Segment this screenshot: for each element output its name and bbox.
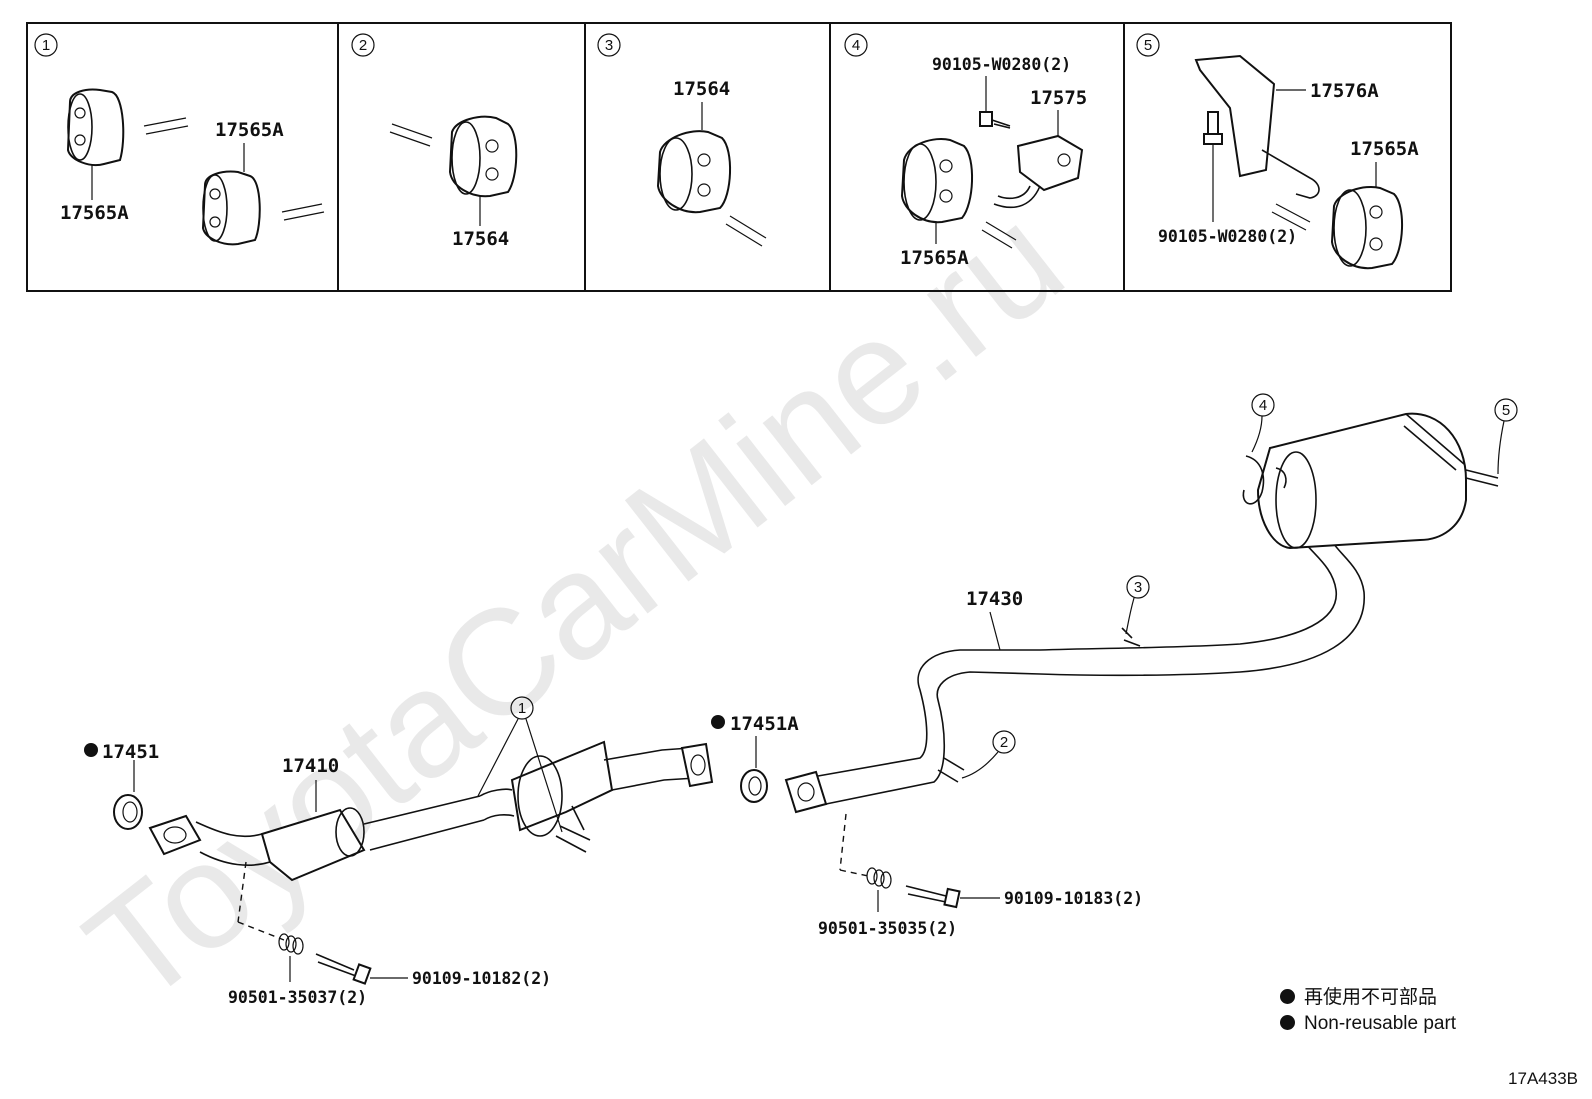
bolt-90109-10183	[905, 885, 961, 909]
non-reusable-dot-17451	[84, 743, 98, 757]
label-17576A: 17576A	[1310, 80, 1379, 102]
label-17451A: 17451A	[730, 713, 799, 735]
legend-line-jp: 再使用不可部品	[1280, 982, 1456, 1009]
label-90501-35035: 90501-35035(2)	[818, 919, 957, 938]
detail-box-5-number: 5	[1144, 37, 1152, 54]
detail-box-3-number: 3	[605, 37, 613, 54]
label-17565A-box4: 17565A	[900, 247, 969, 269]
label-17565A-box5: 17565A	[1350, 138, 1419, 160]
label-17564-box3: 17564	[673, 78, 730, 100]
reference-code: 17A433B	[1508, 1069, 1578, 1088]
label-90105-W0280-box5: 90105-W0280(2)	[1158, 227, 1297, 246]
bracket-17576A	[1194, 54, 1320, 199]
label-90109-10183: 90109-10183(2)	[1004, 889, 1143, 908]
detail-box-5: 5 17576A 90105-W0280(2) 17565A	[1136, 33, 1419, 270]
gasket-17451A	[740, 769, 768, 803]
tail-pipe-17430	[784, 412, 1499, 814]
label-90501-35037: 90501-35037(2)	[228, 988, 367, 1007]
label-90105-W0280-box4: 90105-W0280(2)	[932, 55, 1071, 74]
label-17410: 17410	[282, 755, 339, 777]
label-17575: 17575	[1030, 87, 1087, 109]
hanger-insulator-3	[656, 130, 732, 214]
legend: 再使用不可部品 Non-reusable part	[1280, 982, 1456, 1035]
non-reusable-dot-17451A	[711, 715, 725, 729]
legend-text-en: Non-reusable part	[1304, 1013, 1457, 1034]
hanger-insulator-1b	[201, 170, 261, 246]
watermark: ToyotaCarMine.ru	[56, 174, 1092, 1035]
detail-panel	[26, 22, 1452, 292]
legend-dot-icon	[1280, 1015, 1295, 1030]
detail-box-2-number: 2	[359, 37, 367, 54]
spring-90501-35035	[866, 867, 892, 889]
label-17565A-box1-right: 17565A	[215, 119, 284, 141]
callout-4-main: 4	[1259, 397, 1267, 414]
bolt-90109-10182	[315, 953, 372, 985]
bracket-17575	[993, 134, 1084, 209]
detail-box-1-number: 1	[42, 37, 50, 54]
detail-box-4: 4 90105-W0280(2) 17575 17565A	[844, 33, 1087, 269]
gasket-17451	[113, 794, 143, 830]
hanger-insulator-2	[448, 115, 518, 198]
legend-dot-icon	[1280, 989, 1295, 1004]
callout-1-main: 1	[518, 700, 526, 717]
label-17430: 17430	[966, 588, 1023, 610]
hanger-insulator-5	[1330, 186, 1404, 270]
label-17565A-box1-left: 17565A	[60, 202, 129, 224]
hanger-insulator-1a	[66, 88, 125, 166]
bolt-box4	[979, 111, 1011, 129]
detail-box-2: 2 17564	[351, 33, 518, 250]
detail-box-4-number: 4	[852, 37, 860, 54]
callout-2-main: 2	[1000, 734, 1008, 751]
label-17564-box2: 17564	[452, 228, 509, 250]
hanger-insulator-4	[900, 138, 973, 224]
label-17451: 17451	[102, 741, 159, 763]
legend-line-en: Non-reusable part	[1280, 1013, 1456, 1035]
legend-text-jp: 再使用不可部品	[1304, 987, 1438, 1008]
callout-5-main: 5	[1502, 402, 1510, 419]
bolt-box5	[1203, 111, 1223, 145]
detail-box-3: 3 17564	[597, 33, 767, 247]
spring-90501-35037	[278, 933, 304, 955]
front-exhaust-pipe-17410	[148, 740, 714, 882]
detail-box-1: 1 17565A 17565A	[34, 33, 325, 246]
label-90109-10182: 90109-10182(2)	[412, 969, 551, 988]
callout-3-main: 3	[1134, 579, 1142, 596]
